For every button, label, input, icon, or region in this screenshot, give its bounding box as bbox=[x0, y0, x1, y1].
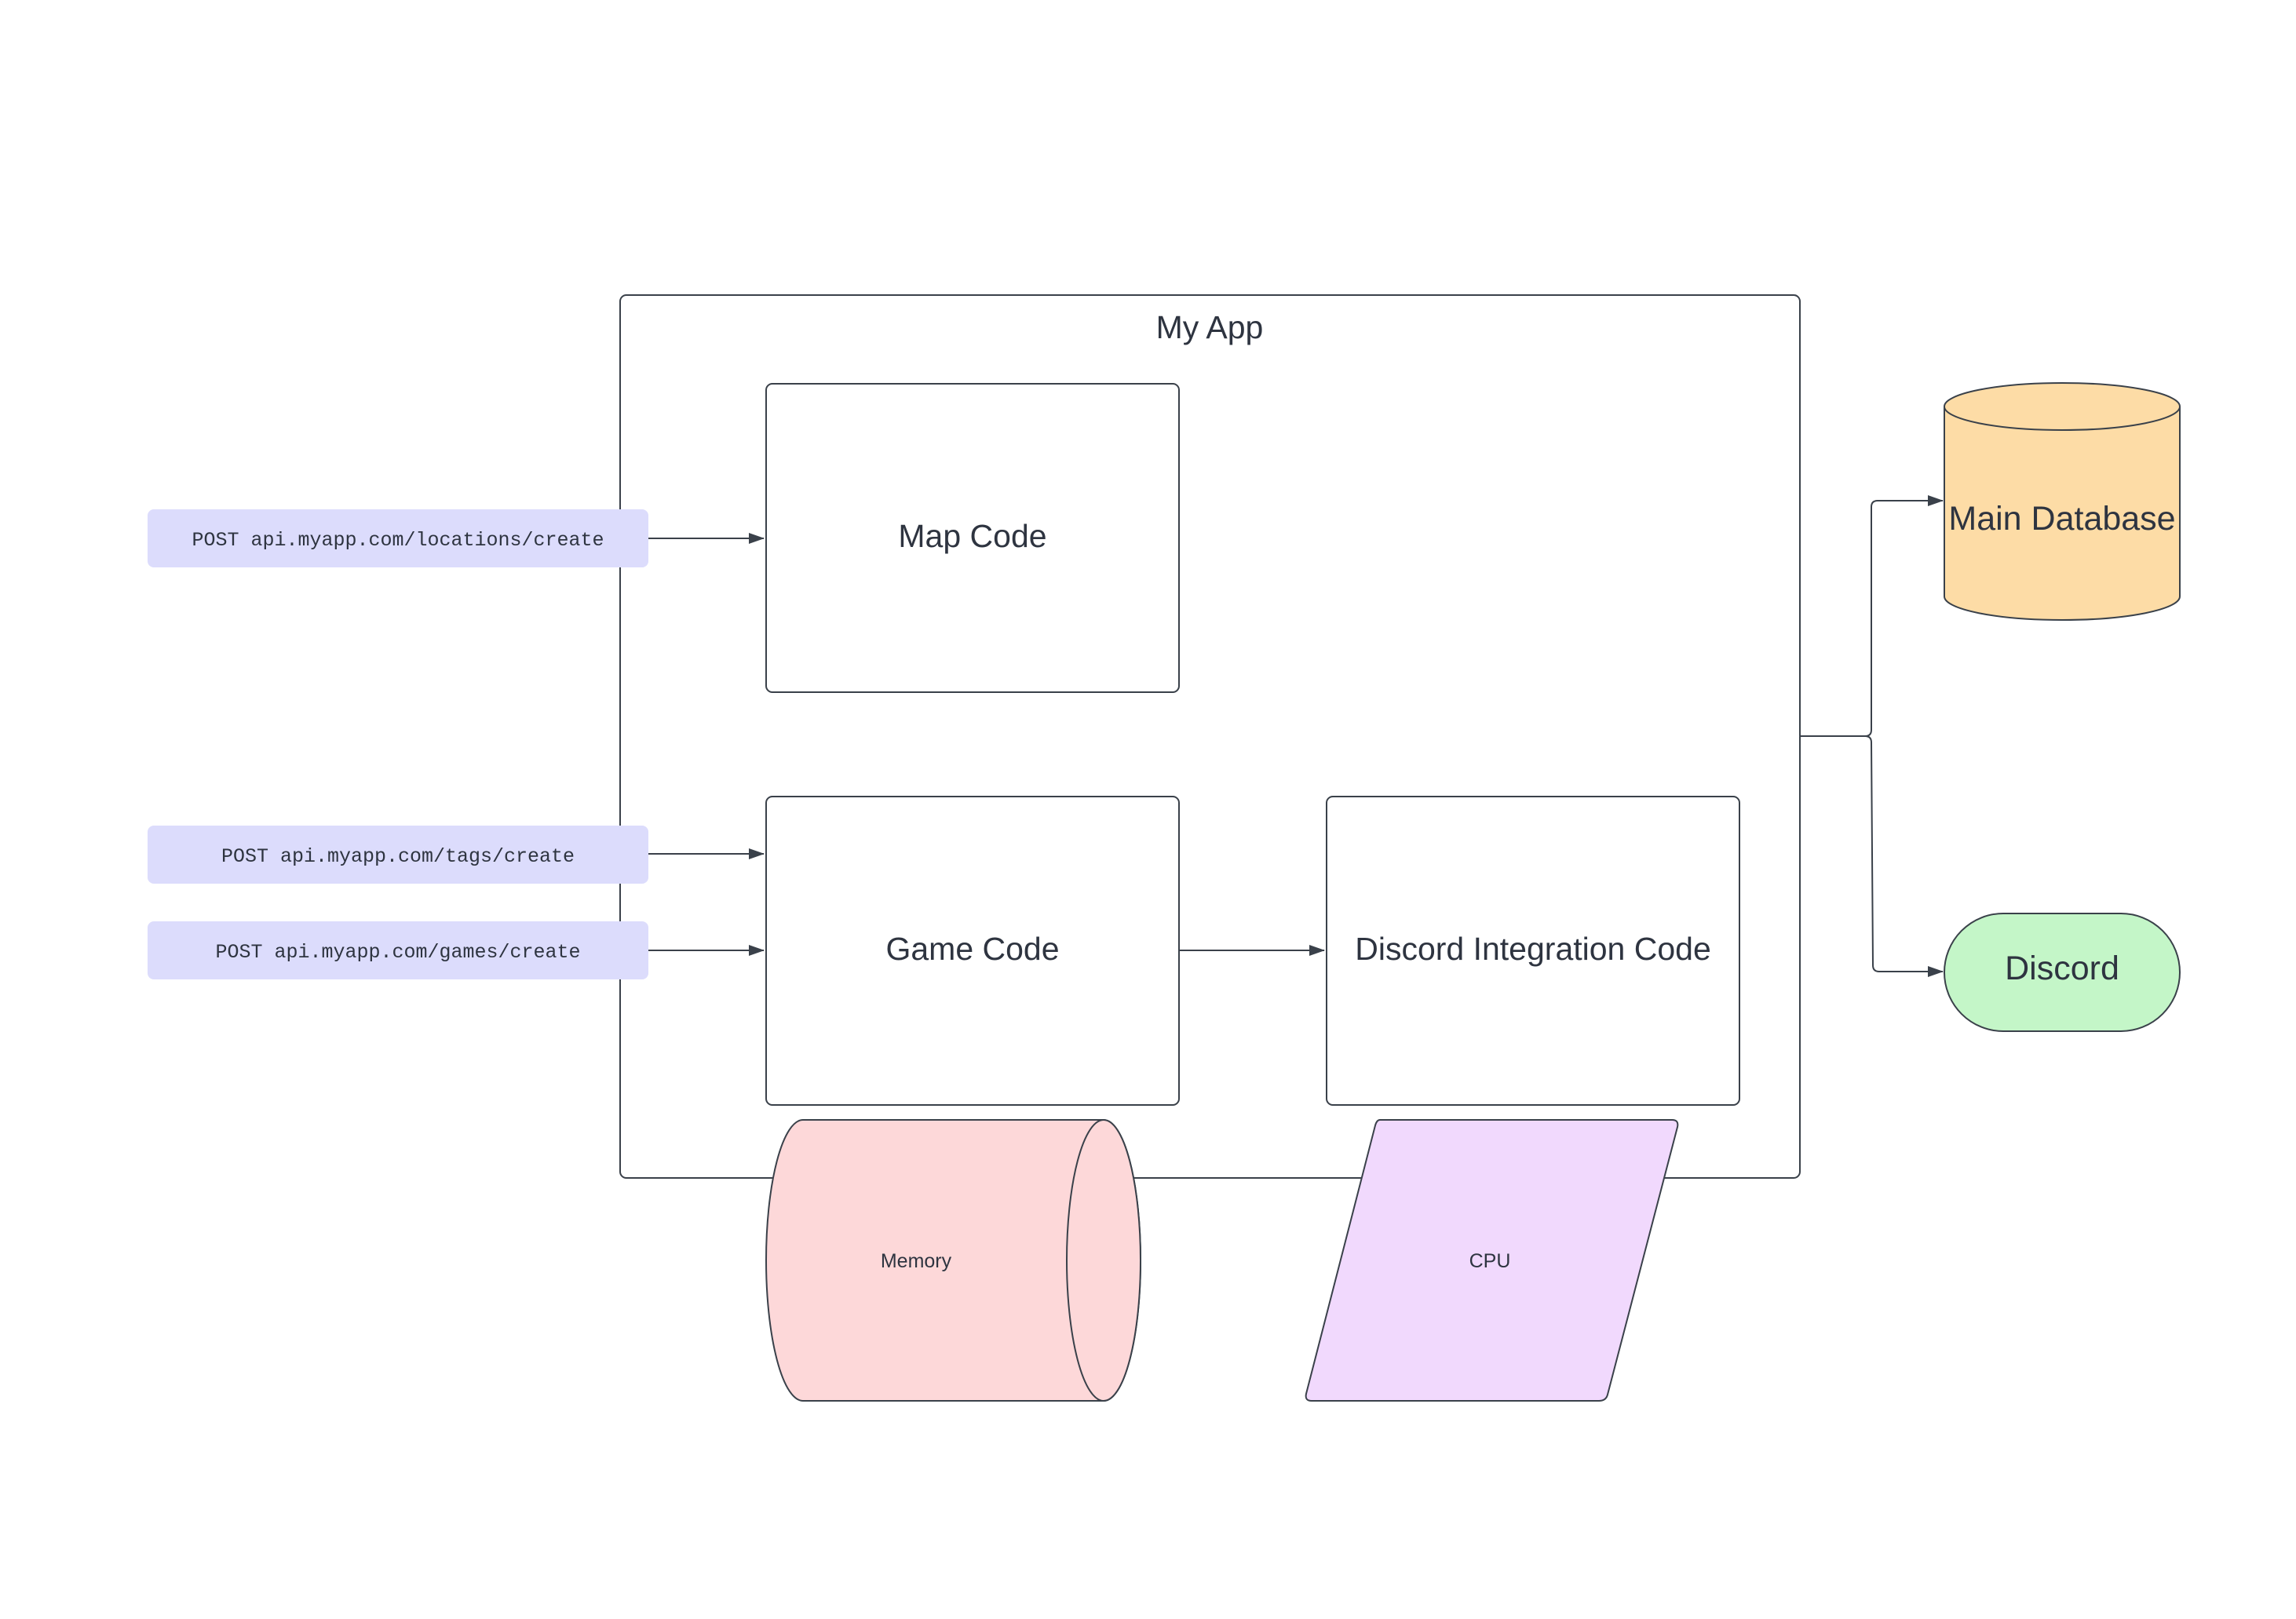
endpoint-locations-create[interactable]: POST api.myapp.com/locations/create bbox=[148, 509, 648, 567]
endpoint-tags-create[interactable]: POST api.myapp.com/tags/create bbox=[148, 826, 648, 884]
edge-app-to-main-database bbox=[1800, 495, 1944, 737]
map-code-label: Map Code bbox=[898, 518, 1046, 554]
cpu-label: CPU bbox=[1469, 1250, 1511, 1272]
discord-integration-code-label: Discord Integration Code bbox=[1355, 931, 1711, 967]
main-database-label: Main Database bbox=[1948, 500, 2175, 538]
game-code-block[interactable]: Game Code bbox=[765, 796, 1180, 1106]
cpu-parallelogram-icon[interactable]: CPU bbox=[1305, 1119, 1679, 1402]
memory-label: Memory bbox=[881, 1250, 952, 1272]
discord-integration-code-block[interactable]: Discord Integration Code bbox=[1326, 796, 1740, 1106]
game-code-label: Game Code bbox=[885, 931, 1059, 967]
edge-app-to-discord bbox=[1864, 735, 1944, 977]
endpoint-locations-label: POST api.myapp.com/locations/create bbox=[192, 529, 604, 552]
endpoint-games-create[interactable]: POST api.myapp.com/games/create bbox=[148, 921, 648, 979]
my-app-title: My App bbox=[1156, 309, 1264, 345]
endpoint-tags-label: POST api.myapp.com/tags/create bbox=[221, 845, 575, 868]
main-database-cylinder-icon[interactable]: Main Database bbox=[1944, 382, 2181, 621]
memory-cylinder-icon[interactable]: Memory bbox=[765, 1119, 1141, 1402]
discord-pill-icon[interactable]: Discord bbox=[1944, 913, 2181, 1032]
map-code-block[interactable]: Map Code bbox=[765, 383, 1180, 693]
endpoint-games-label: POST api.myapp.com/games/create bbox=[215, 941, 580, 964]
discord-label: Discord bbox=[2005, 950, 2119, 987]
